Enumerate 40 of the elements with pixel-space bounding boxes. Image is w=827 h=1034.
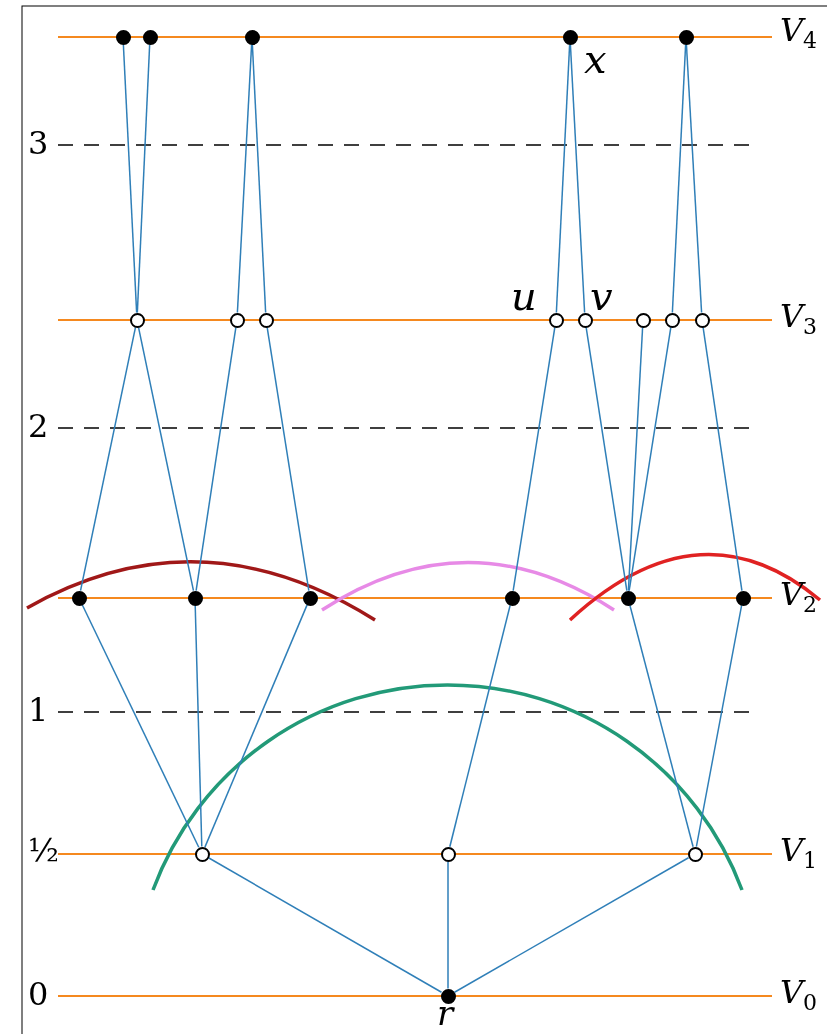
tree-edge [207,857,443,993]
tree-edge [695,604,743,848]
tree-edge [449,604,511,848]
tree-edge [627,326,644,592]
tree-edge [685,43,703,314]
tree-edge [204,604,308,848]
tree-edge [122,43,138,314]
tree-edge [555,43,571,314]
axis-tick-label: 3 [28,127,49,159]
tree-edge [585,326,628,592]
tree-edge [251,43,267,314]
level-label: V$_{4}$ [780,14,818,53]
tree-edge [137,326,195,592]
tree-edge [81,604,200,848]
axis-tick-label: 2 [28,410,49,442]
tree-edge [512,326,556,592]
tree-edge [702,326,743,592]
tree-edge [629,604,694,848]
level-label: V$_{0}$ [780,976,818,1015]
tree-edge [236,43,253,314]
tree-edge [628,326,672,592]
tree-edge [671,43,687,314]
level-label: V$_{1}$ [780,834,818,873]
vertex-label: u [511,276,537,316]
vertex-label: x [584,39,607,79]
tree-edge [447,860,449,990]
tree-edge [266,326,310,592]
tree-edge [453,857,690,993]
tree-edge [194,604,203,848]
level-label: V$_{2}$ [780,578,818,617]
vertex-label: r [437,999,454,1028]
axis-tick-label: ½ [28,834,59,866]
tree-edge [195,326,237,592]
level-label: V$_{3}$ [780,300,818,339]
tree-edge [569,43,586,314]
vertex-label: v [590,276,613,316]
axis-tick-label: 1 [28,694,49,726]
tree-edge [136,43,151,314]
tree-edge [79,326,137,592]
axis-tick-label: 0 [28,978,49,1010]
